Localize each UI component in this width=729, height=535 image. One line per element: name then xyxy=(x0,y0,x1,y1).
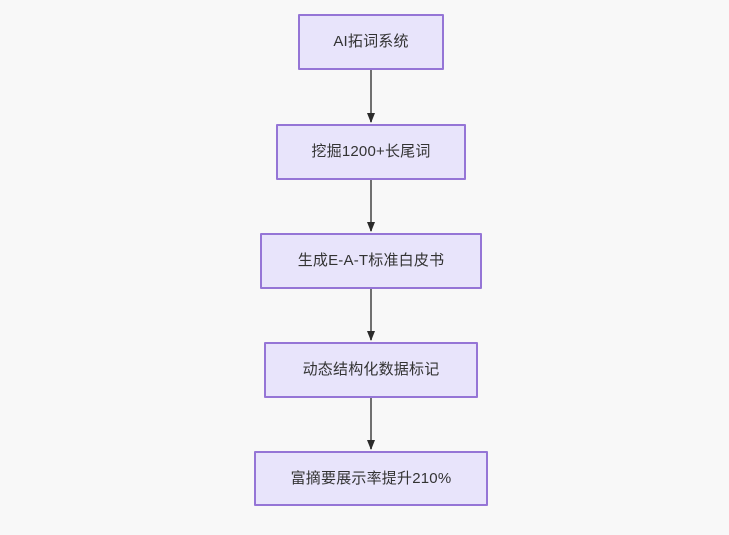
flow-node-rich-snippet-rate-increase[interactable]: 富摘要展示率提升210% xyxy=(254,451,488,506)
flow-node-label: 生成E-A-T标准白皮书 xyxy=(297,252,445,269)
flow-node-generate-eat-whitepaper[interactable]: 生成E-A-T标准白皮书 xyxy=(260,233,482,289)
flow-node-dynamic-structured-data-markup[interactable]: 动态结构化数据标记 xyxy=(264,342,478,398)
flow-node-label: AI拓词系统 xyxy=(333,33,409,50)
flow-node-label: 挖掘1200+长尾词 xyxy=(311,143,431,160)
flow-node-mine-longtail-keywords[interactable]: 挖掘1200+长尾词 xyxy=(276,124,466,180)
flow-node-label: 富摘要展示率提升210% xyxy=(290,469,452,487)
flow-node-ai-keyword-system[interactable]: AI拓词系统 xyxy=(298,14,444,70)
flow-node-label: 动态结构化数据标记 xyxy=(302,361,440,378)
